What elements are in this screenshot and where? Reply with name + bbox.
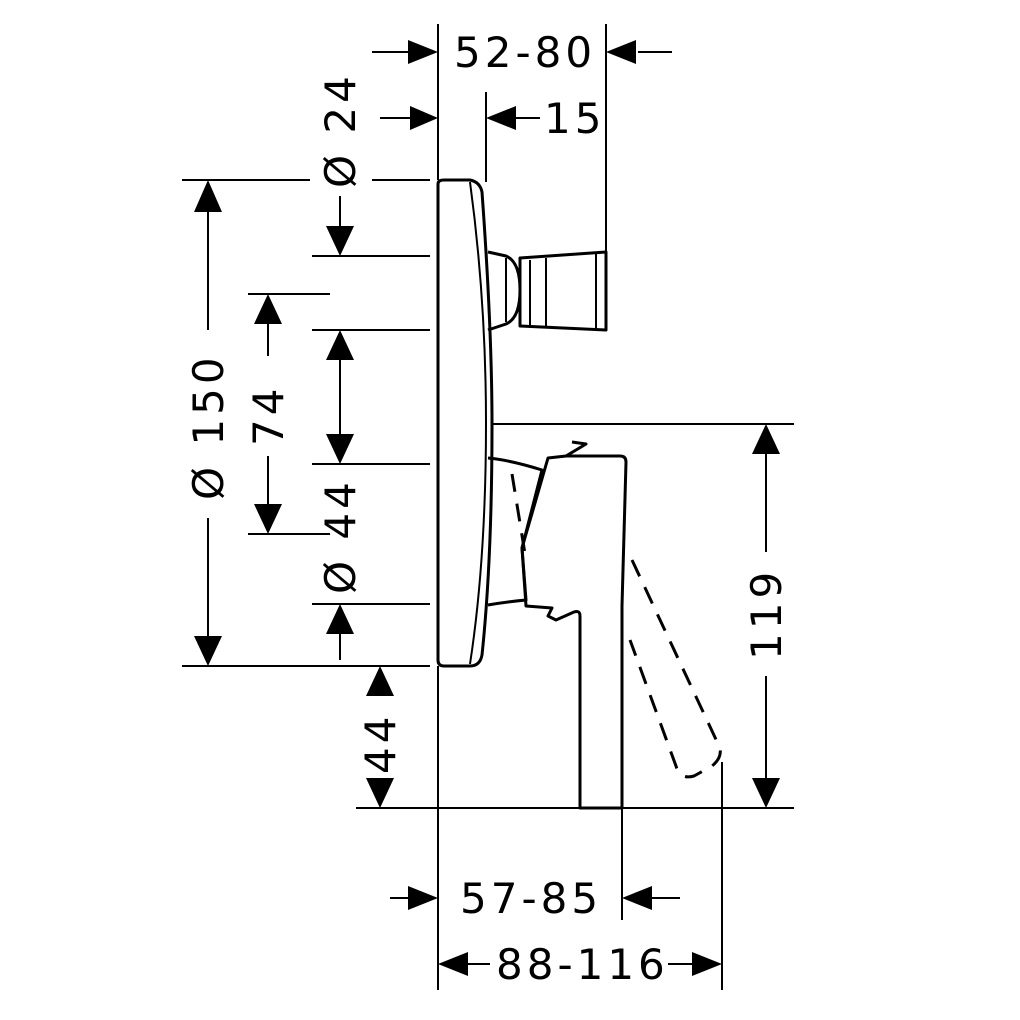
dim-label-rosette-diameter: Ø 150 (184, 353, 233, 500)
diverter-knob (487, 250, 608, 332)
dim-label-spindle-offset: 15 (544, 94, 605, 143)
dim-label-lever-depth: 57-85 (460, 874, 602, 923)
rosette-plate (436, 178, 494, 668)
dim-label-lever-spacing: 74 (244, 385, 293, 446)
mixer-lever (487, 440, 628, 810)
dim-label-lever-height: 119 (742, 568, 791, 660)
lever-alt-position (510, 473, 722, 779)
dim-label-upper-hub-diameter: Ø 44 (316, 478, 365, 594)
dim-label-small-diameter: Ø 24 (316, 72, 365, 188)
dim-label-top-depth: 52-80 (454, 28, 596, 77)
extension-lines (182, 24, 794, 990)
dimension-arrows (194, 40, 780, 976)
dim-label-bottom-offset: 44 (356, 713, 405, 774)
dim-label-overall-depth: 88-116 (496, 940, 669, 989)
